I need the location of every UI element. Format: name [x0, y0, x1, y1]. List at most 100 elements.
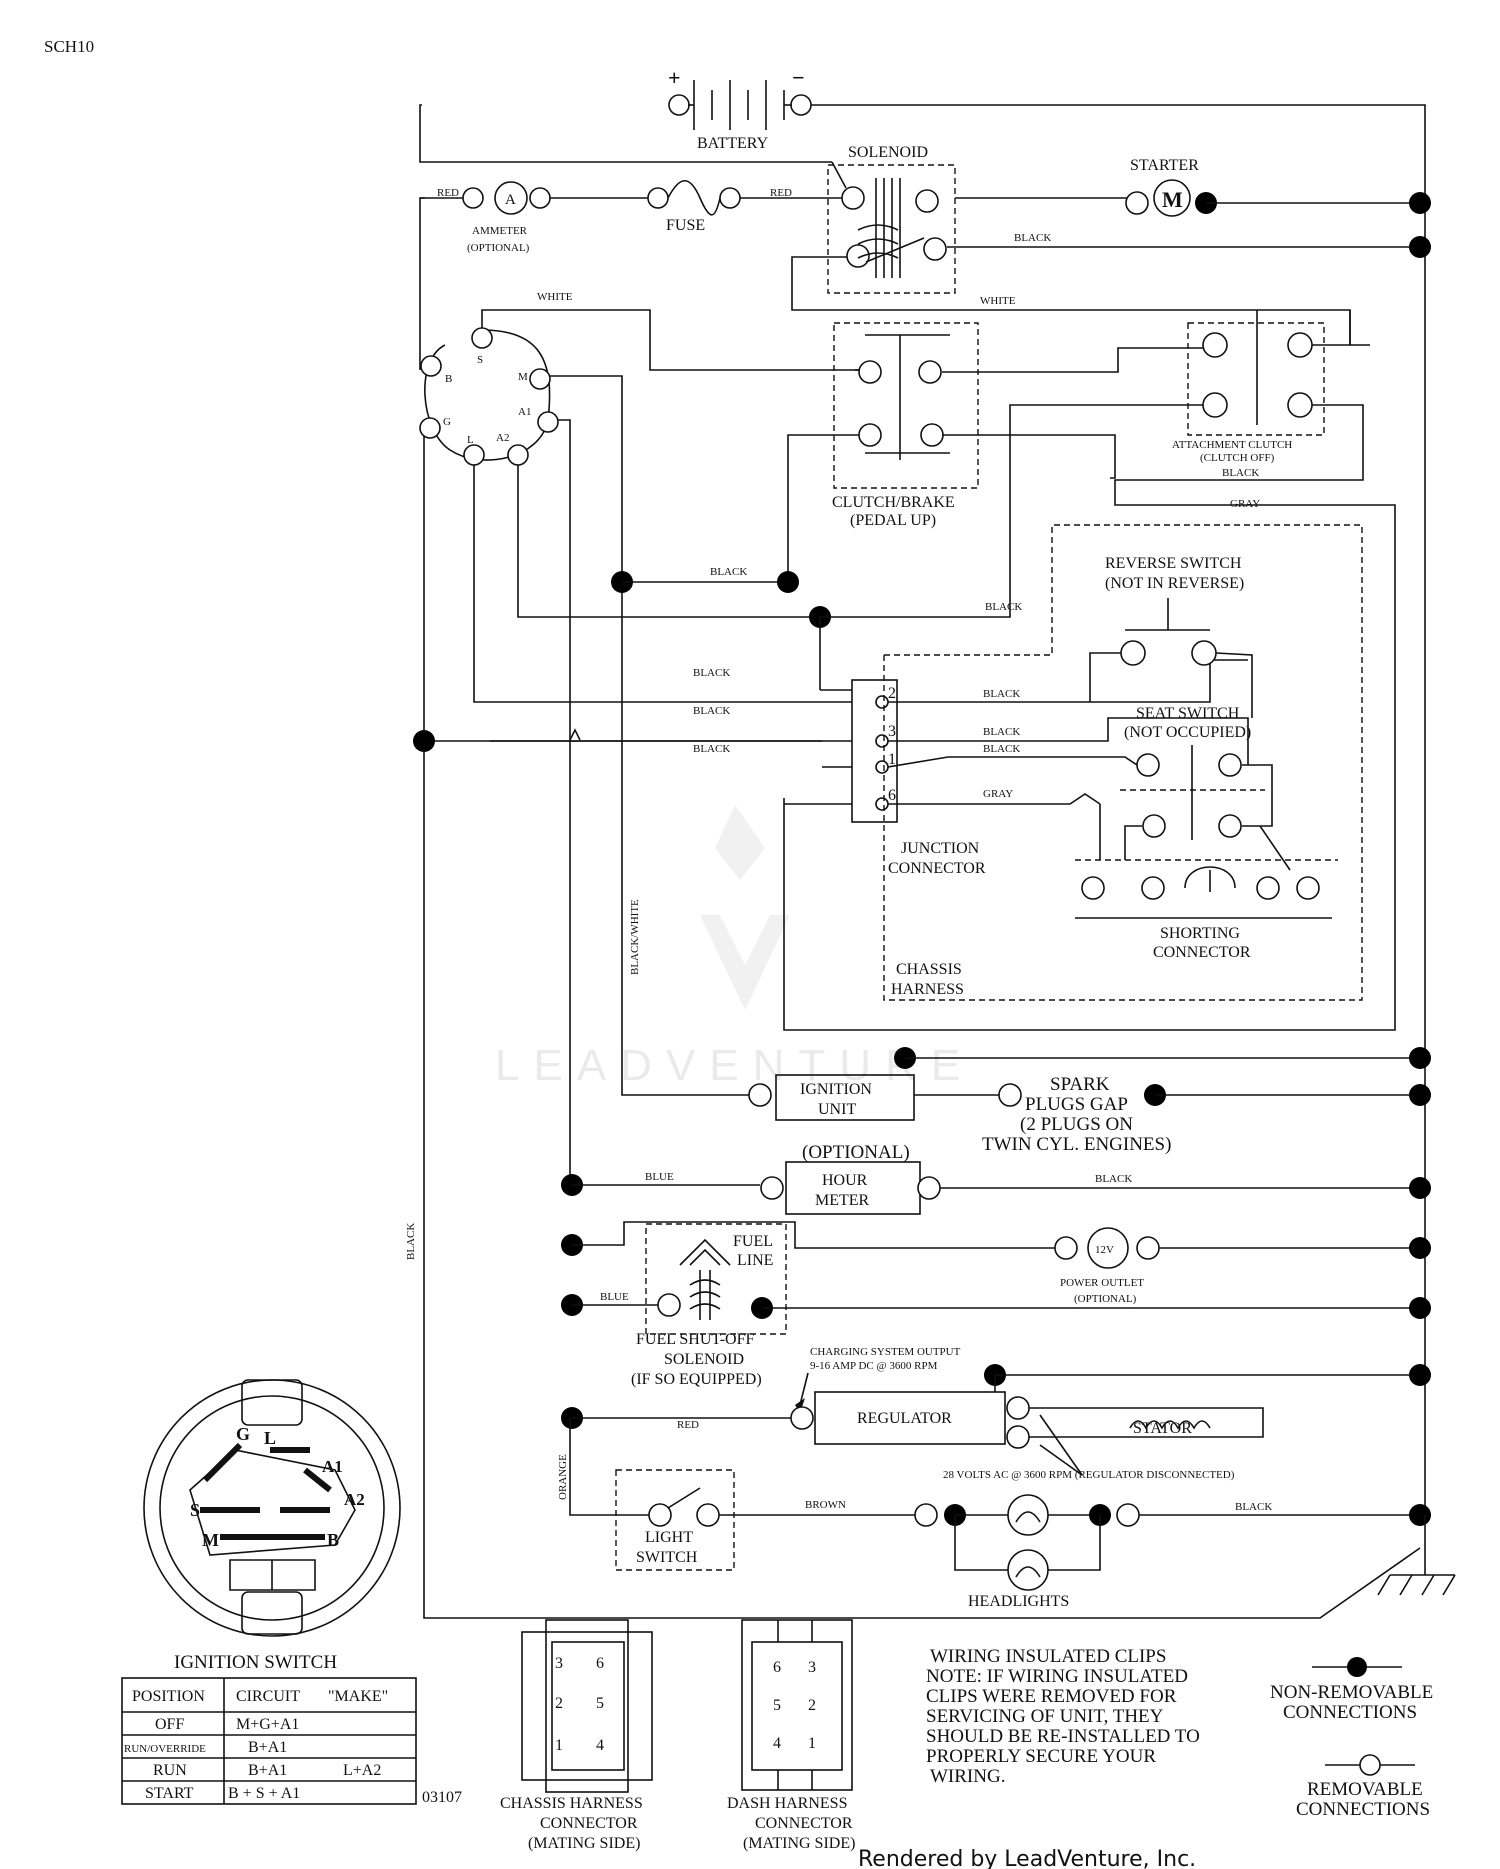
face-a2: A2 — [344, 1490, 365, 1509]
svg-text:3: 3 — [808, 1659, 816, 1676]
row-run-circuit: B+A1 — [248, 1762, 287, 1779]
svg-text:PROPERLY SECURE YOUR: PROPERLY SECURE YOUR — [926, 1746, 1156, 1767]
svg-text:LIGHT: LIGHT — [645, 1529, 693, 1546]
svg-text:BLACK: BLACK — [1095, 1173, 1132, 1185]
junction-pin-2: 2 — [888, 685, 896, 702]
svg-text:BLACK: BLACK — [985, 601, 1022, 613]
drawing-number: 03107 — [422, 1789, 462, 1806]
svg-text:NON-REMOVABLE: NON-REMOVABLE — [1270, 1682, 1433, 1703]
svg-text:(CLUTCH OFF): (CLUTCH OFF) — [1200, 452, 1275, 464]
page-code: SCH10 — [44, 37, 94, 56]
svg-text:5: 5 — [596, 1695, 604, 1712]
terminal-g: G — [443, 416, 451, 428]
junction-pin-6: 6 — [888, 787, 896, 804]
svg-text:(PEDAL UP): (PEDAL UP) — [850, 512, 936, 529]
face-s: S — [190, 1500, 200, 1520]
svg-text:1: 1 — [555, 1737, 563, 1754]
svg-text:BLACK: BLACK — [983, 688, 1020, 700]
face-a1: A1 — [322, 1457, 343, 1476]
light-switch: ORANGE BROWN LIGHT SWITCH — [557, 1418, 916, 1571]
svg-text:(2 PLUGS ON: (2 PLUGS ON — [1020, 1114, 1133, 1135]
svg-text:METER: METER — [815, 1192, 870, 1209]
svg-text:RED: RED — [677, 1419, 699, 1431]
spark-plugs: SPARK PLUGS GAP (2 PLUGS ON TWIN CYL. EN… — [982, 1074, 1171, 1155]
svg-text:REGULATOR: REGULATOR — [857, 1410, 952, 1427]
legend: NON-REMOVABLE CONNECTIONS REMOVABLE CONN… — [1270, 1657, 1433, 1820]
chassis-harness: CHASSIS HARNESS — [883, 524, 1363, 1001]
svg-text:ORANGE: ORANGE — [557, 1454, 569, 1500]
svg-text:BROWN: BROWN — [805, 1499, 846, 1511]
svg-text:(NOT OCCUPIED): (NOT OCCUPIED) — [1124, 724, 1251, 741]
svg-text:BLUE: BLUE — [645, 1171, 674, 1183]
reverse-switch: REVERSE SWITCH (NOT IN REVERSE) — [1089, 555, 1253, 718]
row-runoverride-circuit: B+A1 — [248, 1739, 287, 1756]
svg-text:REMOVABLE: REMOVABLE — [1307, 1779, 1423, 1800]
terminal-m: M — [518, 371, 528, 383]
svg-text:SHOULD BE RE-INSTALLED TO: SHOULD BE RE-INSTALLED TO — [926, 1726, 1200, 1747]
svg-text:6: 6 — [596, 1655, 604, 1672]
row-runoverride-position: RUN/OVERRIDE — [124, 1743, 206, 1755]
svg-text:WHITE: WHITE — [537, 291, 573, 303]
svg-text:BLACK: BLACK — [405, 1223, 417, 1260]
ignition-switch-title: IGNITION SWITCH — [174, 1652, 337, 1673]
ignition-switch-face: G L A1 A2 S M B — [143, 1379, 401, 1637]
row-off-circuit: M+G+A1 — [236, 1716, 299, 1733]
svg-text:GRAY: GRAY — [983, 788, 1013, 800]
svg-text:GRAY: GRAY — [1230, 498, 1260, 510]
svg-text:BLACK: BLACK — [1235, 1501, 1272, 1513]
terminal-s: S — [477, 354, 483, 366]
row-run-position: RUN — [153, 1762, 187, 1779]
svg-text:WHITE: WHITE — [980, 295, 1016, 307]
row-start-circuit: B + S + A1 — [228, 1785, 300, 1802]
svg-text:(NOT IN REVERSE): (NOT IN REVERSE) — [1105, 575, 1244, 592]
col-make: "MAKE" — [328, 1688, 388, 1705]
svg-text:JUNCTION: JUNCTION — [901, 840, 980, 857]
chassis-harness-connector: 3 6 2 5 1 4 CHASSIS HARNESS CONNECTOR (M… — [500, 1619, 653, 1852]
svg-text:DASH HARNESS: DASH HARNESS — [727, 1795, 847, 1812]
headlights: BLACK HEADLIGHTS — [914, 1494, 1431, 1610]
svg-text:WIRING INSULATED CLIPS: WIRING INSULATED CLIPS — [930, 1646, 1166, 1667]
fuse: FUSE RED — [550, 179, 843, 234]
svg-text:(OPTIONAL): (OPTIONAL) — [1074, 1293, 1137, 1305]
row-off-position: OFF — [155, 1716, 184, 1733]
svg-text:SHORTING: SHORTING — [1160, 925, 1240, 942]
svg-text:BLACK/WHITE: BLACK/WHITE — [629, 899, 641, 975]
starter: M STARTER — [955, 157, 1425, 217]
svg-text:REVERSE SWITCH: REVERSE SWITCH — [1105, 555, 1242, 572]
svg-text:LINE: LINE — [737, 1252, 773, 1269]
regulator: CHARGING SYSTEM OUTPUT 9-16 AMP DC @ 360… — [561, 1346, 1431, 1481]
svg-text:CONNECTIONS: CONNECTIONS — [1283, 1702, 1417, 1723]
terminal-a1: A1 — [518, 406, 531, 418]
face-b: B — [327, 1530, 339, 1550]
svg-text:FUEL: FUEL — [733, 1233, 773, 1250]
ground-symbol — [1377, 1515, 1456, 1596]
face-l: L — [264, 1428, 276, 1448]
svg-text:SOLENOID: SOLENOID — [848, 144, 928, 161]
svg-text:FUEL SHUT-OFF: FUEL SHUT-OFF — [636, 1331, 755, 1348]
fuel-shutoff-solenoid: FUEL LINE BLUE FUEL SHUT-OFF SOLENOID (I… — [561, 1223, 1431, 1388]
svg-text:(MATING SIDE): (MATING SIDE) — [743, 1835, 855, 1852]
svg-text:AMMETER: AMMETER — [472, 225, 528, 237]
notes: WIRING INSULATED CLIPS NOTE: IF WIRING I… — [926, 1646, 1200, 1787]
attachment-clutch-switch: ATTACHMENT CLUTCH (CLUTCH OFF) BLACK GRA… — [783, 310, 1396, 1031]
wire-battery-solenoid — [419, 104, 832, 163]
battery: + − BATTERY — [668, 65, 812, 152]
svg-text:CONNECTOR: CONNECTOR — [755, 1815, 853, 1832]
dash-harness-connector: 6 3 5 2 4 1 DASH HARNESS CONNECTOR (MATI… — [727, 1619, 855, 1852]
svg-text:SPARK: SPARK — [1050, 1074, 1110, 1095]
svg-text:BLACK: BLACK — [1014, 232, 1051, 244]
svg-text:NOTE: IF WIRING INSULATED: NOTE: IF WIRING INSULATED — [926, 1666, 1188, 1687]
svg-text:HEADLIGHTS: HEADLIGHTS — [968, 1593, 1069, 1610]
power-outlet: 12V POWER OUTLET (OPTIONAL) — [561, 1221, 1431, 1305]
svg-text:BLACK: BLACK — [1222, 467, 1259, 479]
col-circuit: CIRCUIT — [236, 1688, 300, 1705]
svg-text:(OPTIONAL): (OPTIONAL) — [467, 242, 530, 254]
svg-text:BLACK: BLACK — [710, 566, 747, 578]
ammeter: A RED AMMETER (OPTIONAL) — [420, 181, 551, 254]
clutch-brake-switch: CLUTCH/BRAKE (PEDAL UP) — [787, 322, 1205, 582]
ignition-unit: IGNITION UNIT — [748, 1074, 1431, 1121]
svg-text:SEAT SWITCH: SEAT SWITCH — [1136, 705, 1240, 722]
svg-text:CHASSIS: CHASSIS — [896, 961, 962, 978]
svg-text:HARNESS: HARNESS — [891, 981, 964, 998]
